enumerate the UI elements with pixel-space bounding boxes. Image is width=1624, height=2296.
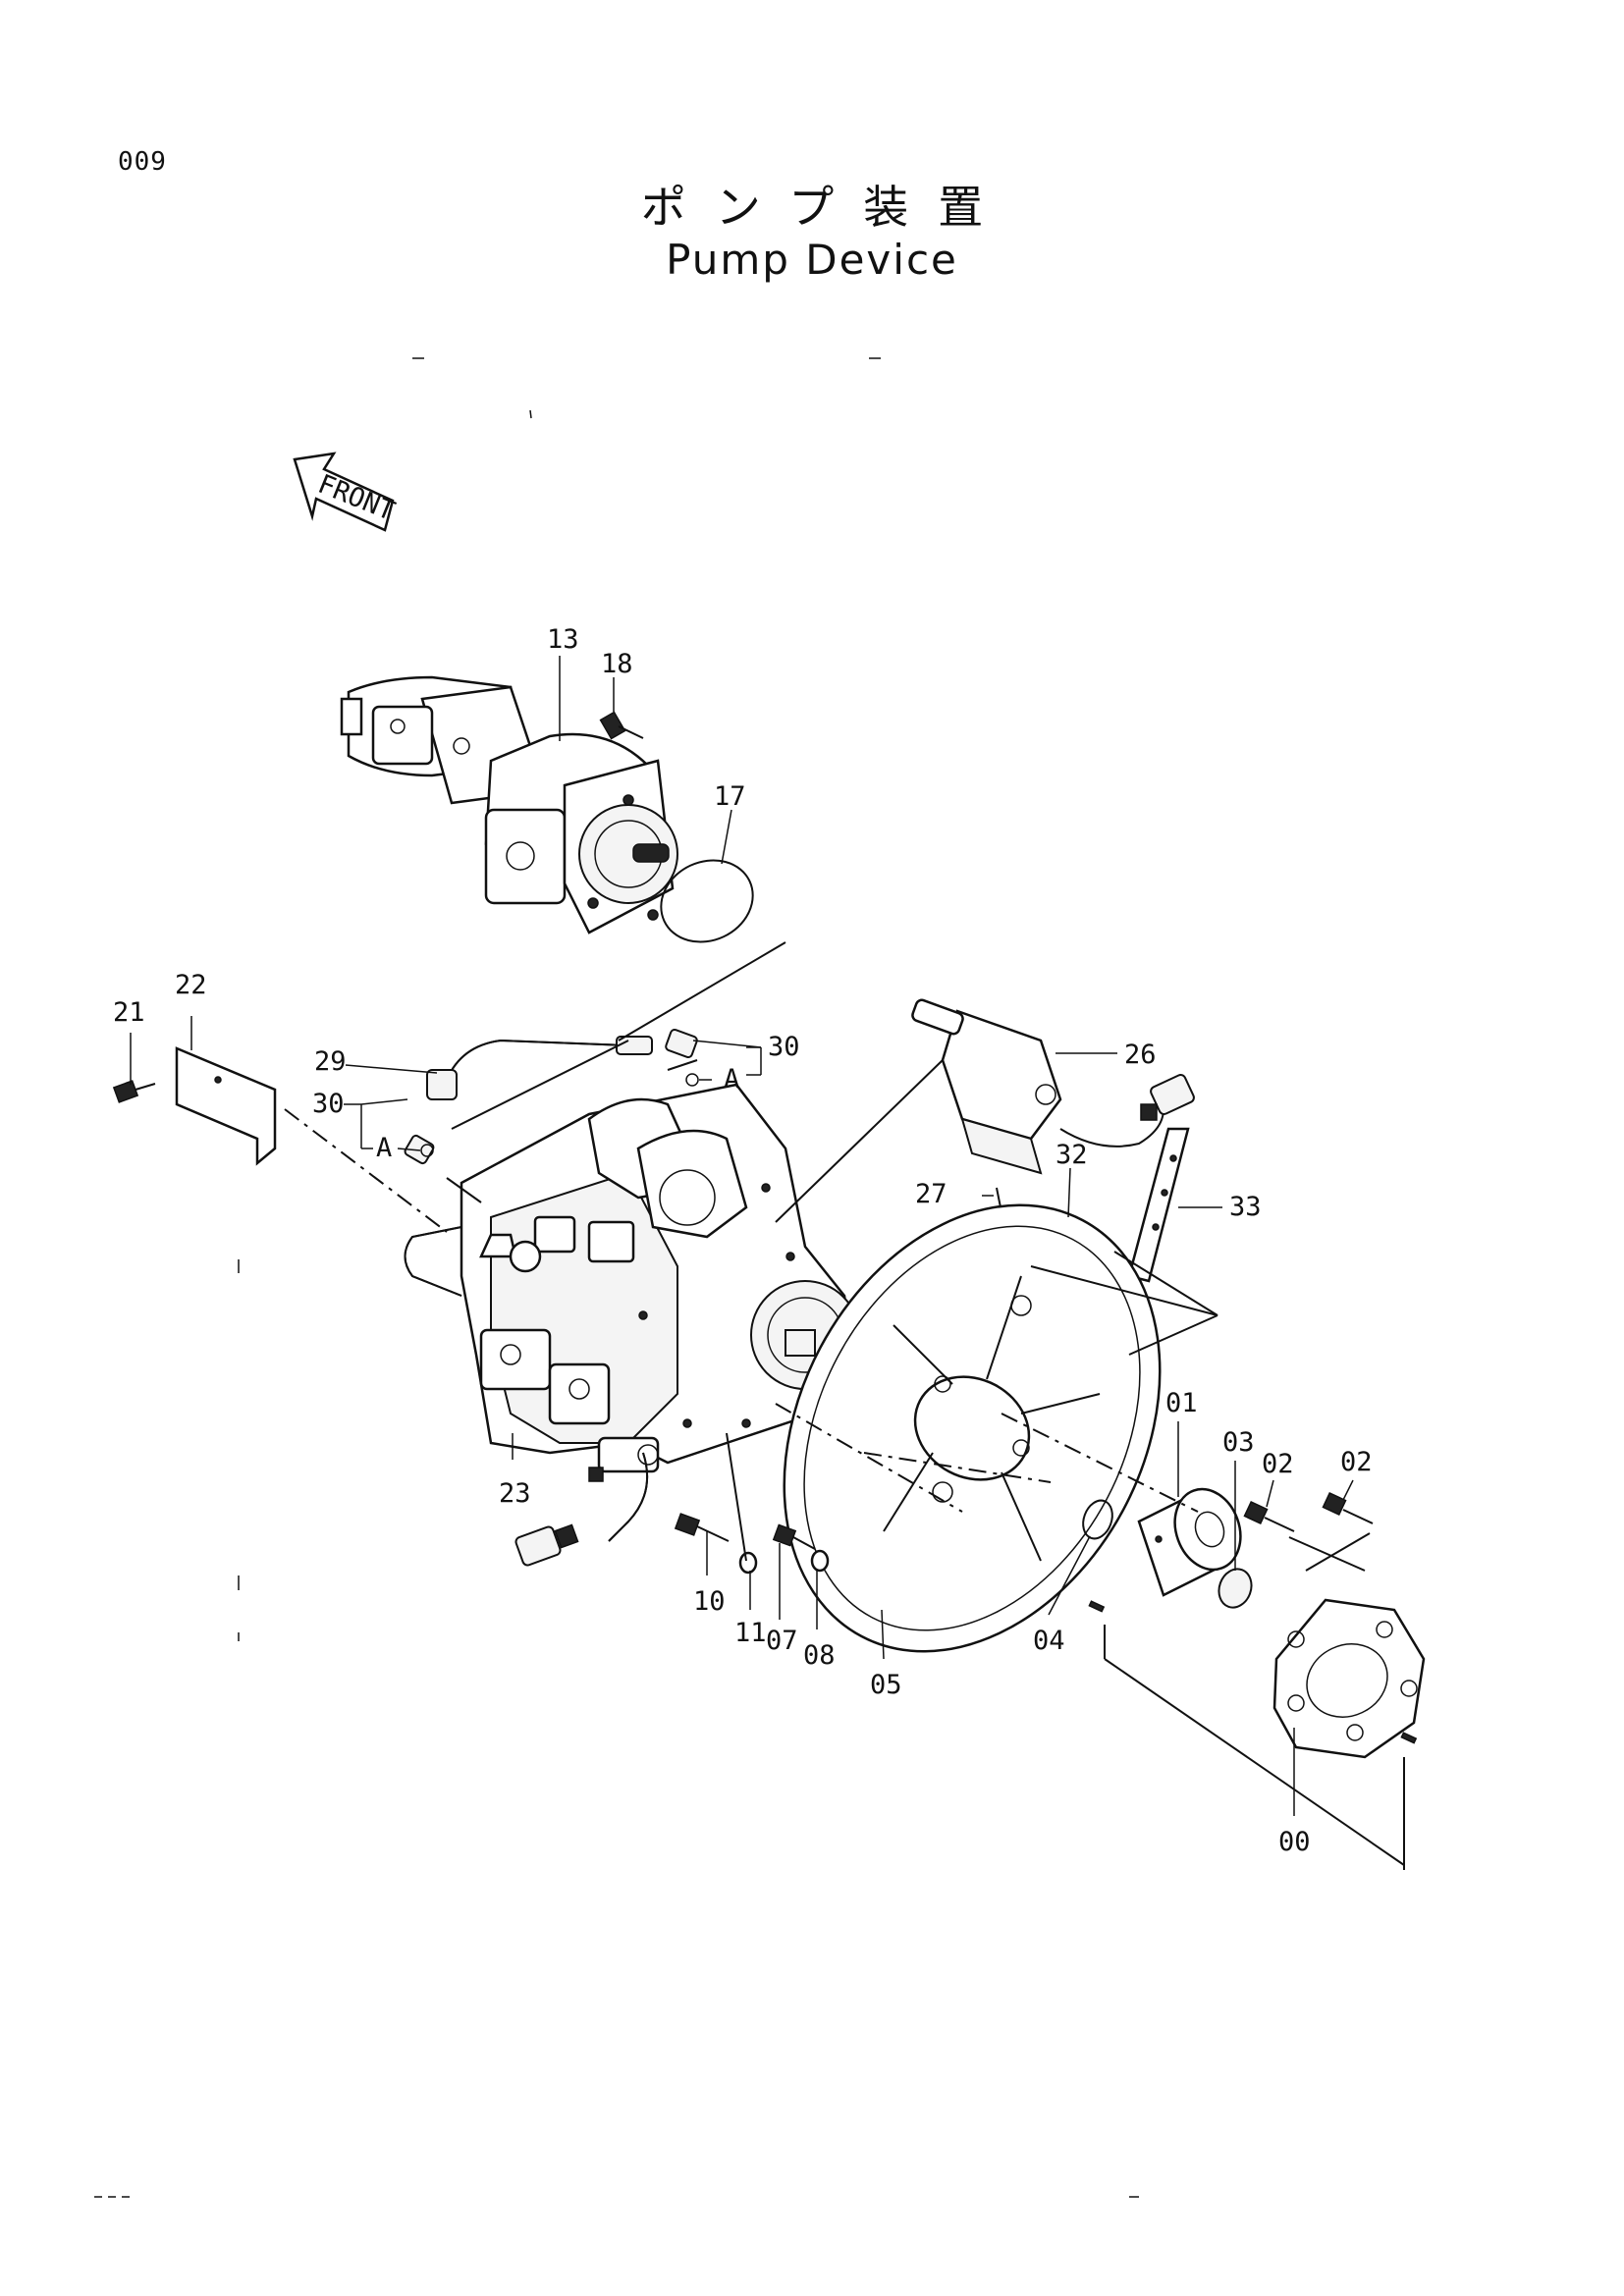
hose-29 (426, 1036, 653, 1100)
callout-13: 13 (547, 624, 579, 655)
callout-23: 23 (499, 1478, 531, 1509)
front-label: FRONT (313, 469, 399, 527)
page-title-japanese: ポンプ装置 (640, 181, 1013, 234)
front-arrow-icon: FRONT (293, 452, 399, 532)
washer-08 (810, 1549, 830, 1573)
callout-labels: 13 18 17 22 21 29 30 30 A A 26 27 32 33 … (113, 624, 1373, 1857)
callout-a-left: A (376, 1133, 392, 1163)
callout-02-a: 02 (1262, 1449, 1294, 1479)
connector-23 (514, 1523, 579, 1567)
bolt-07 (772, 1523, 816, 1550)
callout-17: 17 (714, 781, 746, 812)
callout-08: 08 (803, 1640, 836, 1671)
callout-26: 26 (1124, 1040, 1157, 1070)
assembly-lines (284, 941, 1405, 1870)
callout-02-b: 02 (1340, 1447, 1373, 1477)
main-pump-assembly (404, 1083, 860, 1542)
callout-27: 27 (915, 1179, 947, 1209)
page-title-english: Pump Device (666, 236, 958, 284)
gear-pump-13 (340, 675, 678, 934)
callout-a-right: A (724, 1064, 739, 1095)
leader-lines (130, 656, 1354, 1816)
callout-07: 07 (766, 1626, 798, 1656)
flywheel-housing-05 (783, 1203, 1162, 1653)
page-number: 009 (118, 147, 167, 177)
callout-03: 03 (1222, 1427, 1255, 1458)
callout-04: 04 (1033, 1626, 1065, 1656)
plate-03 (1218, 1568, 1253, 1609)
callout-10: 10 (693, 1586, 726, 1617)
washer-11 (738, 1551, 758, 1575)
callout-29: 29 (314, 1046, 347, 1077)
callout-30-right: 30 (768, 1032, 800, 1062)
callout-05: 05 (870, 1670, 902, 1700)
bolt-02-b (1322, 1491, 1374, 1524)
callout-32: 32 (1056, 1140, 1088, 1170)
callout-30-left: 30 (312, 1089, 345, 1119)
bolt-02-a (1243, 1500, 1295, 1532)
coupling-00 (1088, 1598, 1426, 1759)
callout-01: 01 (1165, 1388, 1198, 1418)
callout-33: 33 (1229, 1192, 1262, 1222)
callout-18: 18 (601, 649, 633, 679)
scan-marks (94, 357, 1139, 2198)
callout-21: 21 (113, 997, 145, 1028)
solenoid-valve-26 (911, 998, 1195, 1175)
callout-00: 00 (1278, 1827, 1311, 1857)
o-ring-17 (660, 859, 754, 943)
bracket-22 (175, 1046, 277, 1166)
bolt-10 (674, 1513, 730, 1542)
fitting-30 (404, 1029, 699, 1165)
snap-ring-04 (1082, 1499, 1113, 1540)
bolt-21 (112, 1080, 156, 1103)
callout-11: 11 (734, 1618, 767, 1648)
bolt-18 (599, 711, 644, 740)
plate-33 (1127, 1127, 1190, 1283)
callout-22: 22 (175, 970, 207, 1000)
